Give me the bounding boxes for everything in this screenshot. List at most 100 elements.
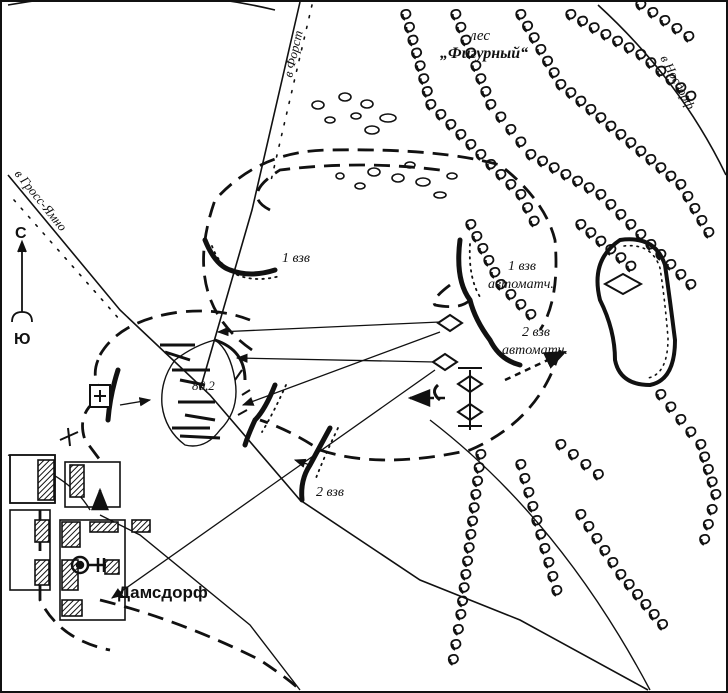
forest-bush-icon bbox=[702, 463, 714, 476]
forest-bush-icon bbox=[623, 578, 635, 591]
forest-bush-icon bbox=[414, 60, 426, 73]
forest-bush-icon bbox=[583, 182, 595, 195]
forest-bush-icon bbox=[519, 472, 531, 485]
forest-bush-icon bbox=[605, 198, 617, 211]
forest-bush-icon bbox=[452, 623, 464, 636]
forest-bush-icon bbox=[480, 86, 492, 98]
forest-bush-icon bbox=[473, 462, 485, 475]
forest-label-1: лес bbox=[469, 28, 490, 44]
forest-bush-icon bbox=[522, 202, 534, 215]
forest-bush-icon bbox=[689, 202, 701, 215]
forest-bush-icon bbox=[675, 178, 687, 191]
forest-bush-icon bbox=[565, 8, 577, 21]
forest-bush-icon bbox=[458, 582, 470, 595]
forest-bush-icon bbox=[465, 218, 477, 231]
forest-bush-icon bbox=[457, 595, 469, 608]
forest-bush-icon bbox=[468, 502, 480, 515]
forest-bush-icon bbox=[537, 155, 549, 168]
forest-bush-icon bbox=[525, 308, 537, 321]
forest-bush-icon bbox=[470, 488, 482, 501]
forest-bush-icon bbox=[591, 532, 603, 545]
forest-bush-icon bbox=[615, 128, 627, 141]
forest-bush-icon bbox=[632, 588, 644, 601]
marker-cross bbox=[59, 427, 79, 447]
forest-bush-icon bbox=[685, 426, 697, 439]
forest-bush-icon bbox=[612, 35, 624, 48]
forest-bush-icon bbox=[585, 227, 597, 240]
forest-bush-icon bbox=[462, 555, 474, 568]
forest-bush-icon bbox=[615, 208, 627, 221]
forest-bush-icon bbox=[671, 22, 683, 35]
forest-bush-icon bbox=[407, 34, 419, 47]
unit-label-platoon-1: 1 взв bbox=[282, 251, 310, 266]
forest-bush-icon bbox=[675, 413, 687, 426]
unit-label-platoon-2-auto-a: 2 взв bbox=[522, 325, 550, 340]
forest-bush-icon bbox=[535, 43, 547, 56]
forest-bush-icon bbox=[682, 190, 694, 203]
movement-routes bbox=[38, 148, 562, 691]
forest-bush-icon bbox=[595, 235, 607, 248]
village-label: Дамсдорф bbox=[118, 583, 208, 602]
forest-bush-icon bbox=[505, 178, 517, 191]
unit-label-platoon-1-auto-a: 1 взв bbox=[508, 259, 536, 274]
forest-bush-icon bbox=[665, 170, 677, 183]
forest-bush-icon bbox=[699, 451, 711, 464]
forest-bush-icon bbox=[475, 148, 487, 161]
forest-bush-icon bbox=[625, 137, 637, 150]
forest-bush-icon bbox=[683, 30, 695, 43]
forest-bush-icon bbox=[485, 98, 497, 111]
forest-bush-icon bbox=[547, 570, 559, 583]
forest-bush-icon bbox=[463, 542, 475, 555]
forest-bush-icon bbox=[615, 252, 627, 265]
forest-bush-icon bbox=[447, 653, 459, 666]
road-label-forst: в Форст bbox=[280, 29, 305, 79]
forest-bush-icon bbox=[515, 298, 527, 311]
roads bbox=[7, 0, 727, 691]
forest-bush-icon bbox=[565, 87, 577, 100]
forest-bush-icon bbox=[515, 136, 527, 149]
forest-bush-icon bbox=[585, 103, 597, 116]
forest-bush-icon bbox=[665, 258, 677, 271]
forest-bush-icon bbox=[659, 14, 671, 27]
railways bbox=[13, 4, 313, 321]
forest-bush-icon bbox=[543, 556, 555, 569]
forest-bush-icon bbox=[665, 401, 677, 414]
forest-bush-icon bbox=[450, 638, 462, 651]
grove-dots bbox=[623, 244, 669, 379]
forest-bush-icon bbox=[599, 544, 611, 557]
command-post-icon bbox=[431, 272, 644, 430]
forest-bush-icon bbox=[460, 568, 472, 581]
forest-bush-icon bbox=[706, 476, 718, 489]
forest-bush-icon bbox=[527, 500, 539, 513]
front-dots bbox=[211, 243, 483, 479]
forest-bush-icon bbox=[411, 47, 423, 60]
forest-bush-icon bbox=[515, 188, 527, 201]
forest-bush-icon bbox=[542, 55, 554, 68]
forest-bush-icon bbox=[548, 67, 560, 80]
forest-bush-icon bbox=[495, 168, 507, 181]
forest-bush-icon bbox=[515, 8, 527, 21]
forest-bush-icon bbox=[703, 226, 715, 239]
forest-bush-icon bbox=[515, 458, 527, 471]
forest-bush-icon bbox=[600, 28, 612, 41]
south-letter: Ю bbox=[14, 331, 31, 348]
forest-bush-icon bbox=[675, 268, 687, 281]
forest-bush-icon bbox=[635, 145, 647, 158]
forest-bush-icon bbox=[435, 108, 447, 121]
forest-bush-icon bbox=[555, 438, 567, 451]
forest-bush-icon bbox=[647, 6, 659, 19]
forest-bush-icon bbox=[445, 118, 457, 131]
forest-bush-icon bbox=[471, 230, 483, 243]
forest-bush-icon bbox=[548, 162, 560, 175]
forest-bush-icon bbox=[580, 458, 592, 471]
strongpoint: 86,2 bbox=[160, 338, 251, 447]
forest-bush-icon bbox=[403, 21, 415, 34]
forest-bush-icon bbox=[455, 21, 467, 34]
forest-bush-icon bbox=[685, 278, 697, 291]
forest-bush-icon bbox=[588, 22, 600, 35]
height-mark: 86,2 bbox=[192, 378, 215, 393]
forest-bush-icon bbox=[465, 528, 477, 541]
forest-bush-icon bbox=[551, 584, 563, 597]
forest-bush-icon bbox=[567, 448, 579, 461]
